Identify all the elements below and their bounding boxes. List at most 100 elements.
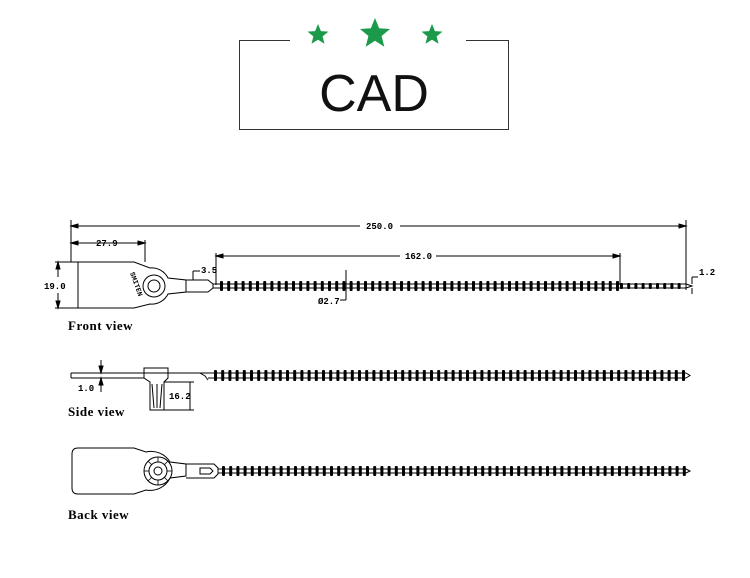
bead-back [373, 466, 377, 476]
bead-side [682, 370, 685, 381]
bead-side [653, 370, 657, 381]
bead-side [458, 370, 462, 381]
bead-back [610, 466, 614, 476]
bead-tip [648, 283, 652, 289]
bead-side [466, 370, 469, 381]
bead-group [214, 281, 686, 476]
bead [220, 281, 223, 291]
bead [464, 281, 468, 291]
bead-side [228, 370, 232, 381]
bead-side [487, 370, 491, 381]
bead-back [308, 466, 312, 476]
bead [450, 281, 454, 291]
bead-back [661, 466, 665, 476]
bead-back [682, 466, 686, 476]
side-strap-tip [685, 372, 691, 379]
dim-bead-diameter: Ø2.7 [318, 297, 340, 307]
bead-side [545, 370, 549, 381]
bead-back [582, 466, 585, 476]
bead-side [278, 370, 282, 381]
tag-logo-text: SMITEN [127, 271, 143, 297]
bead [587, 281, 591, 291]
bead [392, 281, 396, 291]
bead-back [337, 466, 341, 476]
bead [234, 281, 238, 291]
bead [536, 281, 540, 291]
bead [385, 281, 389, 291]
lock-tooth [164, 460, 169, 465]
bead [421, 281, 425, 291]
bead-back [632, 466, 636, 476]
bead-back [495, 466, 499, 476]
bead [270, 281, 274, 291]
bead-back [358, 466, 362, 476]
arrow-icon [612, 253, 622, 259]
bead-back [574, 466, 578, 476]
bead-side [430, 370, 433, 381]
bead-back [322, 466, 326, 476]
bead-back [618, 466, 621, 476]
bead-side [667, 370, 671, 381]
bead-side [631, 370, 635, 381]
bead [580, 281, 583, 291]
bead [356, 281, 360, 291]
arrow-icon [55, 300, 61, 310]
bead-back [603, 466, 607, 476]
bead-side [408, 370, 412, 381]
bead [335, 281, 339, 291]
lock-tooth [164, 477, 169, 482]
bead-side [343, 370, 347, 381]
bead-back [438, 466, 441, 476]
lock-tooth [147, 460, 152, 465]
bead-back [279, 466, 283, 476]
bead-back [459, 466, 463, 476]
bead-side [559, 370, 563, 381]
bead-back [416, 466, 420, 476]
bead-side [250, 370, 253, 381]
bead-back [387, 466, 391, 476]
bead-back [474, 466, 477, 476]
bead-back [294, 466, 297, 476]
bead [263, 281, 267, 291]
bead-back [236, 466, 240, 476]
bead [400, 281, 403, 291]
neck-back [186, 463, 219, 479]
bead-side [509, 370, 513, 381]
bead-side [350, 370, 354, 381]
arrow-icon [69, 223, 79, 229]
bead [572, 281, 576, 291]
bead [565, 281, 569, 291]
arrow-icon [98, 365, 104, 375]
bead-back [502, 466, 506, 476]
bead [457, 281, 461, 291]
dim-thickness: 1.0 [78, 384, 94, 394]
bead-side [566, 370, 570, 381]
bead-side [530, 370, 534, 381]
bead [436, 281, 439, 291]
bead-side [300, 370, 304, 381]
bead-tip [656, 283, 659, 289]
bead [616, 281, 619, 291]
page-title: CAD [319, 65, 429, 123]
bead [443, 281, 447, 291]
bead-back [560, 466, 564, 476]
bead-back [409, 466, 413, 476]
bead [248, 281, 252, 291]
bead-side [329, 370, 333, 381]
bead-side [502, 370, 505, 381]
bead-side [646, 370, 649, 381]
bead-side [610, 370, 613, 381]
bead-back [531, 466, 535, 476]
arrow-icon [69, 240, 79, 246]
bead [500, 281, 504, 291]
dim-tip-width: 1.2 [699, 268, 715, 278]
bead [428, 281, 432, 291]
bead-back [524, 466, 528, 476]
bead [414, 281, 418, 291]
bead [594, 281, 598, 291]
bead [284, 281, 288, 291]
bead-tip [634, 283, 638, 289]
bead [378, 281, 382, 291]
bead-side [235, 370, 239, 381]
